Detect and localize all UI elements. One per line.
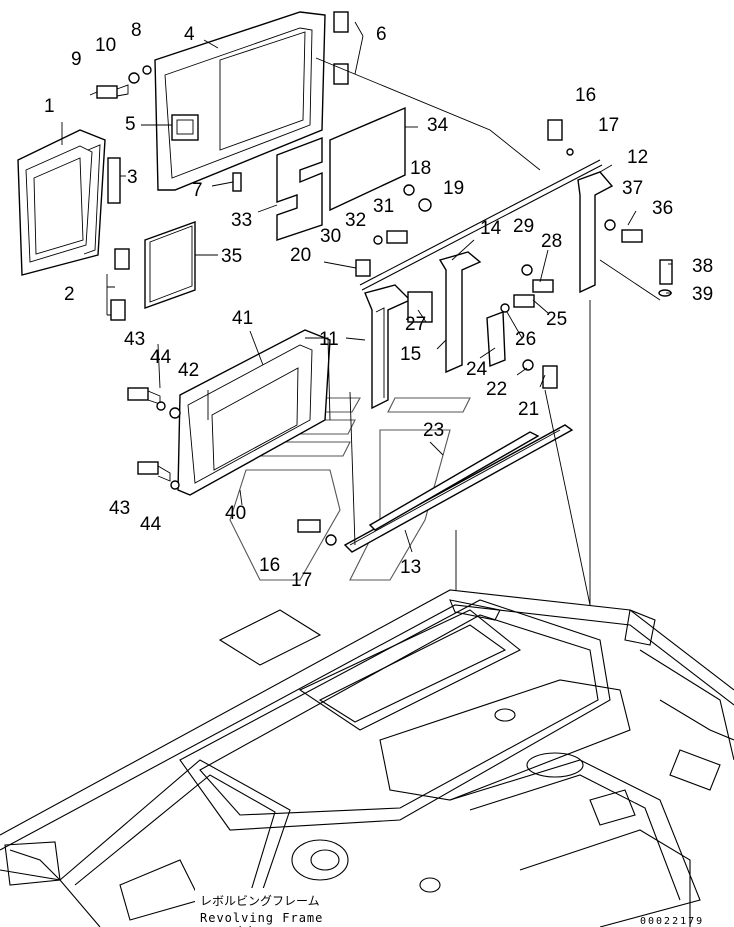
part-15-bracket	[438, 251, 482, 374]
callout-35: 35	[221, 246, 242, 267]
callout-14: 14	[480, 218, 502, 239]
callout-36: 36	[652, 198, 673, 219]
callout-12: 12	[627, 147, 648, 168]
part-12-bracket	[577, 171, 614, 294]
part-34-pad	[329, 106, 406, 212]
callout-17-lower: 17	[291, 570, 312, 591]
callout-22: 22	[486, 379, 507, 400]
callout-20: 20	[290, 245, 311, 266]
callout-11: 11	[319, 329, 339, 350]
part-9-bolt	[96, 84, 129, 99]
caption-japanese: レボルビングフレーム	[200, 894, 320, 908]
callout-13: 13	[400, 557, 421, 578]
callout-34: 34	[427, 115, 449, 136]
part-7-pin	[232, 172, 242, 192]
callout-1: 1	[44, 96, 55, 117]
part-44-washer-lower	[170, 480, 180, 490]
part-3-strip	[107, 157, 121, 204]
part-14-rod	[359, 159, 601, 286]
part-2-hinges	[110, 248, 130, 321]
part-43-bolt-upper	[127, 387, 161, 405]
revolving-frame	[0, 589, 734, 927]
part-40-seal	[305, 337, 331, 421]
callout-31: 31	[373, 196, 394, 217]
part-8-washer	[142, 65, 152, 75]
part-23-seal	[368, 431, 540, 531]
callout-17: 17	[598, 115, 619, 136]
part-44-washer-upper	[156, 401, 166, 411]
part-41-door-frame	[177, 329, 331, 496]
small-hardware	[297, 119, 673, 546]
part-43-bolt-lower	[137, 461, 171, 482]
part-33-pad	[276, 136, 323, 241]
callout-42: 42	[178, 360, 199, 381]
callout-16: 16	[575, 85, 596, 106]
callout-26: 26	[515, 329, 536, 350]
callout-39: 39	[692, 284, 713, 305]
callout-4: 4	[184, 24, 195, 45]
callout-41: 41	[232, 308, 253, 329]
part-24-clip	[486, 311, 506, 368]
callout-30: 30	[320, 226, 341, 247]
leader-lines	[61, 21, 672, 606]
callout-37: 37	[622, 178, 643, 199]
callout-2: 2	[64, 284, 75, 305]
callout-9: 9	[71, 49, 82, 70]
callout-3: 3	[127, 167, 138, 188]
callout-44: 44	[150, 347, 172, 368]
callout-7: 7	[192, 180, 203, 201]
callout-24: 24	[466, 359, 488, 380]
part-35-pad	[144, 221, 196, 309]
callout-33: 33	[231, 210, 252, 231]
part-6-clips	[333, 11, 349, 85]
callout-43: 43	[124, 329, 145, 350]
callout-32: 32	[345, 210, 366, 231]
callout-19: 19	[443, 178, 464, 199]
part-1-door-frame	[17, 129, 106, 276]
part-10-washer	[128, 72, 140, 84]
part-13-rail	[343, 424, 574, 553]
part-4-door-panel	[154, 11, 326, 191]
callout-38: 38	[692, 256, 713, 277]
part-27-plate	[407, 291, 433, 323]
callout-27: 27	[405, 314, 426, 335]
callout-16-lower: 16	[259, 555, 280, 576]
callout-21: 21	[518, 399, 539, 420]
part-11-bracket	[364, 284, 412, 410]
callout-8: 8	[131, 20, 142, 41]
callout-15: 15	[400, 344, 421, 365]
callout-29: 29	[513, 216, 534, 237]
callout-44-lower: 44	[140, 514, 162, 535]
callout-10: 10	[95, 35, 116, 56]
document-number: 00022179	[640, 916, 704, 927]
callout-43-lower: 43	[109, 498, 130, 519]
callout-23: 23	[423, 420, 444, 441]
part-42-washer	[169, 407, 181, 419]
callout-18: 18	[410, 158, 431, 179]
callout-6: 6	[376, 24, 387, 45]
callout-28: 28	[541, 231, 562, 252]
callout-25: 25	[546, 309, 567, 330]
callout-5: 5	[125, 114, 136, 135]
callout-labels: 1 2 3 4 5 6 7 8 9 10 11 12 13 14 15 16 1…	[44, 20, 713, 591]
callout-40: 40	[225, 503, 246, 524]
caption-english: Revolving Frame	[200, 911, 323, 925]
